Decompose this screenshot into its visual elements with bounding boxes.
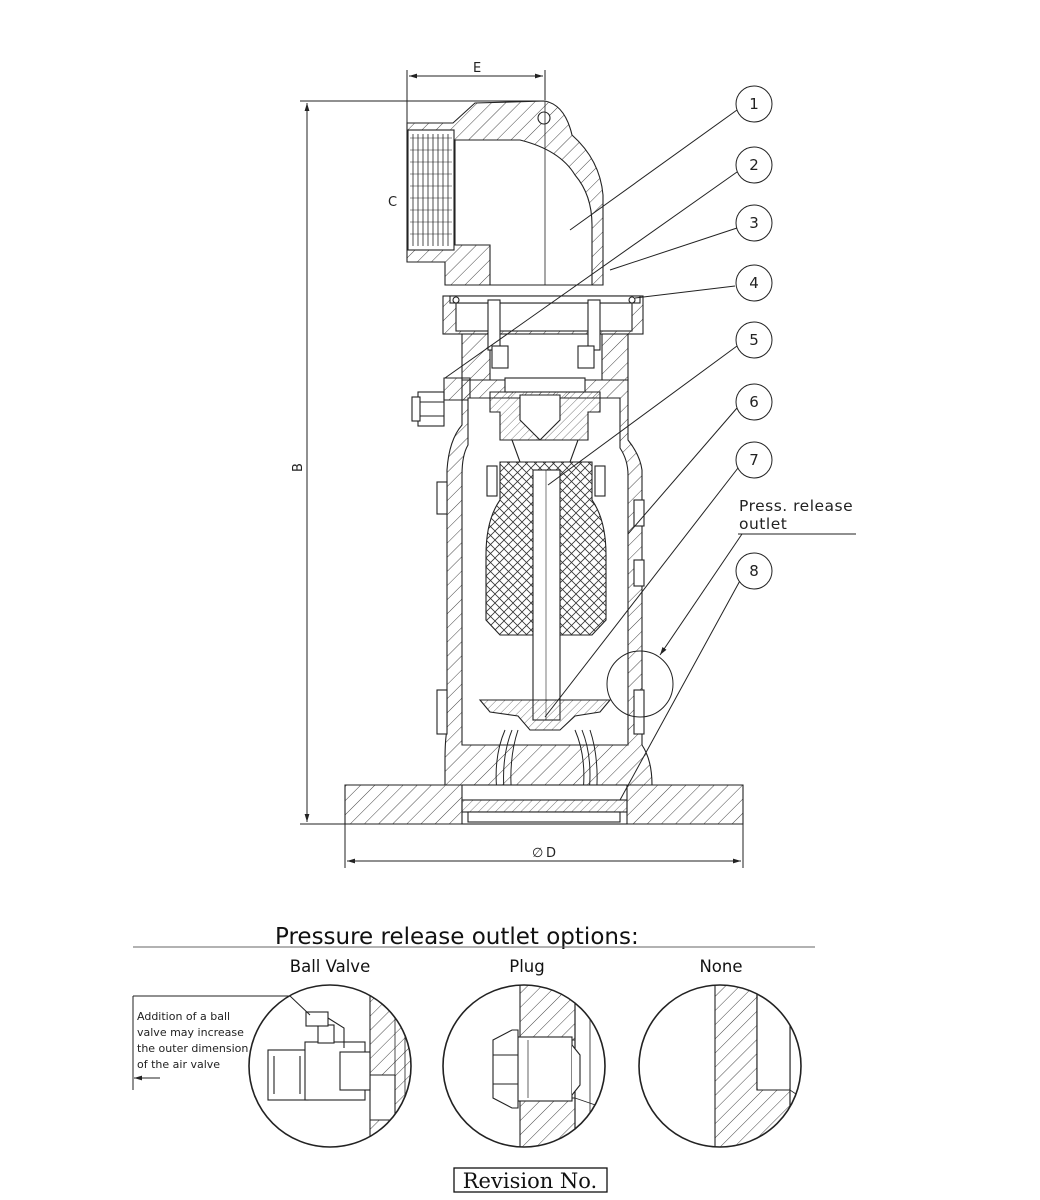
balloon-5: 5: [735, 321, 773, 359]
elbow-thread: [407, 129, 455, 251]
neck: [461, 333, 629, 381]
option-plug-label: Plug: [509, 957, 544, 976]
dimension-lines: [300, 70, 744, 868]
balloon-3-label: 3: [749, 214, 759, 232]
balloon-2: 2: [735, 146, 773, 184]
base-seat: [461, 799, 628, 813]
option-ball-valve-label: Ball Valve: [290, 957, 370, 976]
balloon-7: 7: [735, 441, 773, 479]
elbow-bore: [454, 139, 593, 286]
option-none-label: None: [699, 957, 742, 976]
dim-c-label: C: [388, 195, 397, 210]
ball-valve-note-line2: valve may increase: [137, 1026, 244, 1039]
balloon-leaders: [444, 109, 856, 801]
float-stem: [532, 469, 561, 721]
ball-valve-note-line3: the outer dimension: [137, 1042, 248, 1055]
balloon-6: 6: [735, 383, 773, 421]
balloon-2-label: 2: [749, 156, 759, 174]
balloon-4: 4: [735, 264, 773, 302]
elbow-vent-hole: [537, 111, 551, 125]
cover-gasket: [449, 295, 641, 304]
ball-valve-note-line1: Addition of a ball: [137, 1010, 230, 1023]
balloon-8: 8: [735, 552, 773, 590]
option-plug-detail: [442, 984, 606, 1148]
option-none-detail: [638, 984, 802, 1148]
dim-d-label: D: [546, 846, 556, 861]
dim-b-label: B: [291, 463, 306, 472]
press-release-note-line1: Press. release: [739, 497, 853, 515]
revision-label: Revision No.: [463, 1169, 597, 1193]
balloon-4-label: 4: [749, 274, 759, 292]
balloon-1: 1: [735, 85, 773, 123]
balloon-6-label: 6: [749, 393, 759, 411]
ball-valve-note-line4: of the air valve: [137, 1058, 220, 1071]
deflector: [478, 699, 612, 731]
balloon-1-label: 1: [749, 95, 759, 113]
press-release-note-line2: outlet: [739, 515, 787, 533]
balloon-5-label: 5: [749, 331, 759, 349]
balloon-8-label: 8: [749, 562, 759, 580]
thread-teeth: [410, 134, 452, 246]
balloon-3: 3: [735, 204, 773, 242]
revision-box: Revision No.: [453, 1167, 608, 1193]
dim-e-label: E: [473, 61, 481, 76]
dim-d-diameter-symbol: ∅: [532, 846, 543, 861]
options-title: Pressure release outlet options:: [275, 924, 639, 950]
side-fitting: [411, 377, 471, 427]
balloon-7-label: 7: [749, 451, 759, 469]
